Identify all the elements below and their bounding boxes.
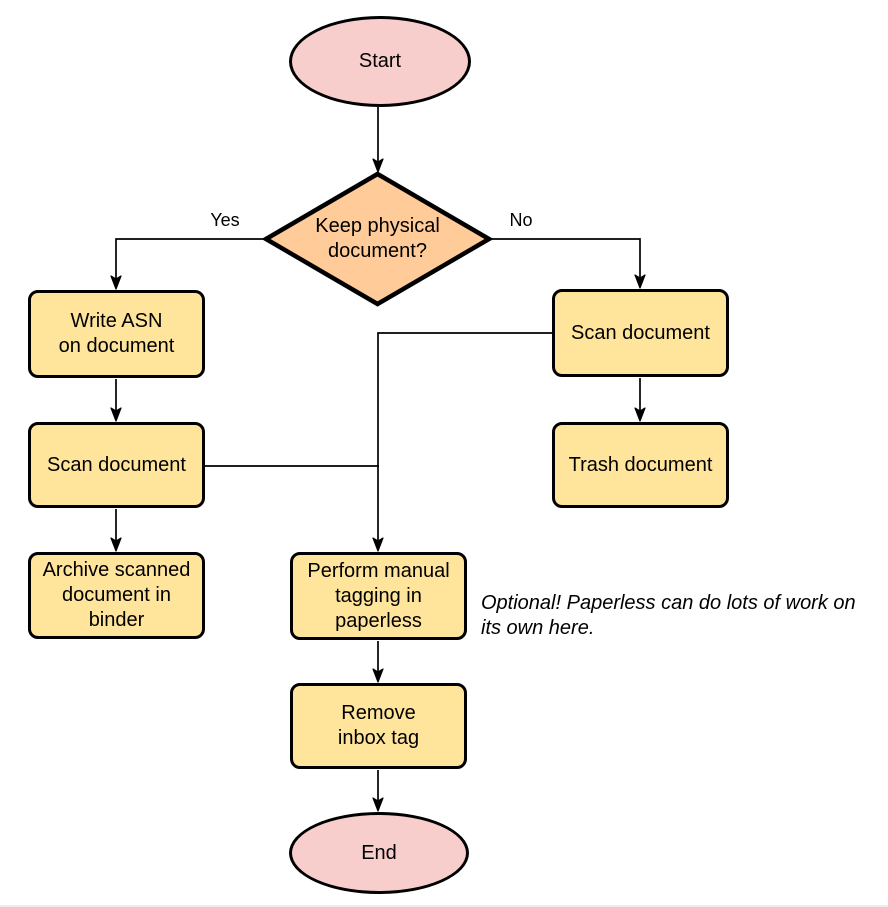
- note-optional-paperless: Optional! Paperless can do lots of work …: [481, 592, 856, 639]
- node-decision-keep-physical-document: Keep physical document?: [263, 171, 492, 307]
- node-remove-inbox-label: Remove inbox tag: [337, 702, 420, 749]
- diamond-shape: [263, 171, 492, 307]
- node-archive-scanned-document: Archive scanned document in binder: [28, 552, 205, 639]
- node-scan-document-left: Scan document: [28, 422, 205, 508]
- node-archive-label: Archive scanned document in binder: [42, 559, 191, 631]
- node-trash-label: Trash document: [568, 453, 713, 476]
- edge-label-yes: Yes: [210, 210, 240, 230]
- node-scan-document-right: Scan document: [552, 289, 729, 377]
- bottom-border: [0, 905, 888, 907]
- node-remove-inbox-tag: Remove inbox tag: [290, 683, 467, 769]
- edge-scan-right-to-perform-tagging: [372, 332, 552, 552]
- node-trash-document: Trash document: [552, 422, 729, 508]
- node-start-label: Start: [358, 50, 402, 72]
- node-perform-tagging-label: Perform manual tagging in paperless: [307, 559, 450, 632]
- node-write-asn-label: Write ASN on document: [58, 310, 175, 357]
- node-scan-right-label: Scan document: [571, 321, 710, 344]
- node-start: Start: [289, 16, 471, 107]
- node-write-asn-on-document: Write ASN on document: [28, 290, 205, 378]
- edge-no-to-scan-right: [490, 238, 646, 289]
- node-end-label: End: [361, 841, 397, 864]
- node-decision-label: Keep physical document?: [315, 215, 440, 262]
- edge-yes-to-write-asn: [110, 238, 265, 290]
- node-scan-left-label: Scan document: [47, 453, 186, 476]
- node-perform-manual-tagging: Perform manual tagging in paperless: [290, 552, 467, 640]
- edge-label-no: No: [509, 210, 533, 230]
- node-end: End: [289, 812, 469, 894]
